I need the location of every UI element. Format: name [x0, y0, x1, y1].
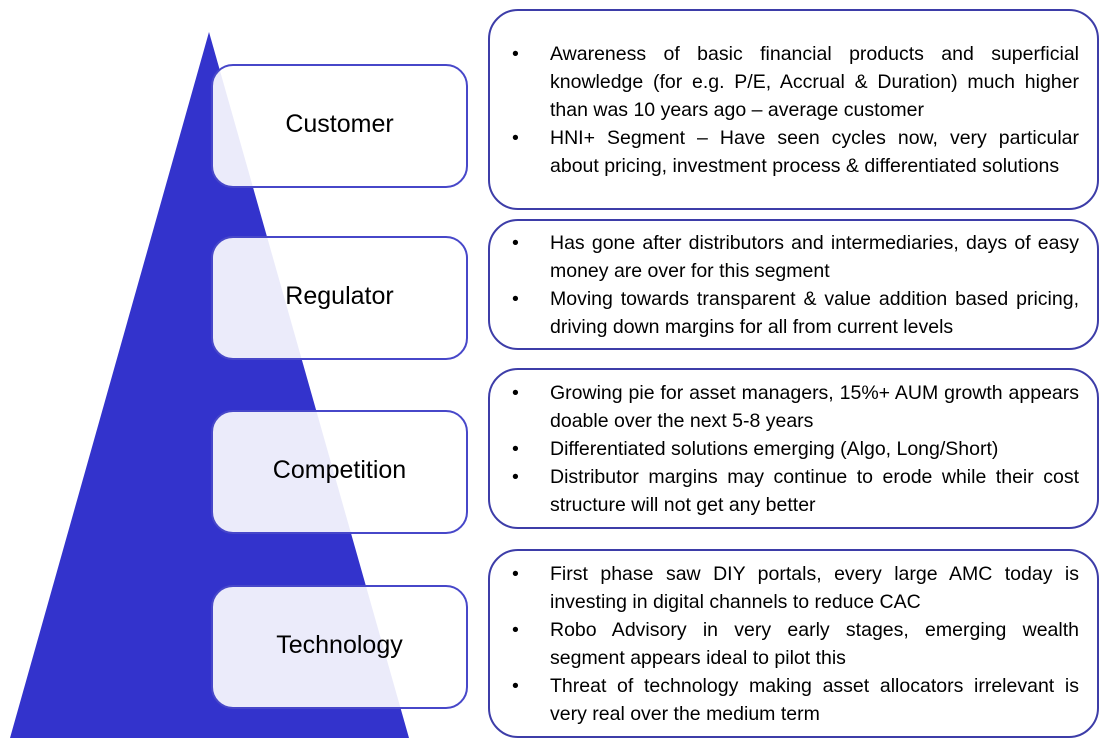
bullet-icon: • [512, 562, 519, 585]
label-box-technology: Technology [211, 585, 468, 709]
list-item: • Awareness of basic financial products a… [510, 40, 1079, 124]
bullet-list-technology: • First phase saw DIY portals, every larg… [510, 560, 1079, 728]
bullet-list-competition: • Growing pie for asset managers, 15%+ AU… [510, 379, 1079, 519]
label-technology: Technology [276, 630, 403, 659]
desc-box-regulator: • Has gone after distributors and interme… [488, 219, 1099, 350]
label-regulator: Regulator [285, 281, 394, 310]
list-item: • HNI+ Segment – Have seen cycles now, ve… [510, 124, 1079, 180]
bullet-icon: • [512, 674, 519, 697]
desc-box-competition: • Growing pie for asset managers, 15%+ AU… [488, 368, 1099, 529]
list-item: • Threat of technology making asset alloc… [510, 672, 1079, 728]
bullet-text: Has gone after distributors and intermed… [550, 231, 1079, 282]
label-box-competition: Competition [211, 410, 468, 534]
list-item: • Distributor margins may continue to ero… [510, 463, 1079, 519]
label-box-customer: Customer [211, 64, 468, 188]
label-competition: Competition [272, 455, 407, 484]
bullet-list-regulator: • Has gone after distributors and interme… [510, 229, 1079, 341]
list-item: • Has gone after distributors and interme… [510, 229, 1079, 285]
list-item: • First phase saw DIY portals, every larg… [510, 560, 1079, 616]
bullet-list-customer: • Awareness of basic financial products a… [510, 40, 1079, 180]
bullet-text: Awareness of basic financial products an… [550, 42, 1079, 121]
bullet-text: Growing pie for asset managers, 15%+ AUM… [550, 381, 1079, 432]
label-customer: Customer [285, 109, 394, 138]
pyramid-triangle [10, 32, 409, 738]
bullet-icon: • [512, 618, 519, 641]
bullet-icon: • [512, 465, 519, 488]
bullet-icon: • [512, 287, 519, 310]
bullet-icon: • [512, 437, 519, 460]
bullet-text: Robo Advisory in very early stages, emer… [550, 618, 1079, 669]
bullet-icon: • [512, 381, 519, 404]
label-box-regulator: Regulator [211, 236, 468, 360]
list-item: • Growing pie for asset managers, 15%+ AU… [510, 379, 1079, 435]
list-item: • Differentiated solutions emerging (Algo… [510, 435, 1079, 463]
bullet-icon: • [512, 126, 519, 149]
bullet-text: Distributor margins may continue to erod… [550, 465, 1079, 516]
bullet-text: Threat of technology making asset alloca… [550, 674, 1079, 725]
list-item: • Robo Advisory in very early stages, eme… [510, 616, 1079, 672]
bullet-icon: • [512, 231, 519, 254]
bullet-text: HNI+ Segment – Have seen cycles now, ver… [550, 126, 1079, 177]
bullet-text: Differentiated solutions emerging (Algo,… [550, 437, 999, 460]
list-item: • Moving towards transparent & value addi… [510, 285, 1079, 341]
desc-box-customer: • Awareness of basic financial products a… [488, 9, 1099, 210]
bullet-text: First phase saw DIY portals, every large… [550, 562, 1079, 613]
bullet-text: Moving towards transparent & value addit… [550, 287, 1079, 338]
desc-box-technology: • First phase saw DIY portals, every larg… [488, 549, 1099, 738]
bullet-icon: • [512, 42, 519, 65]
